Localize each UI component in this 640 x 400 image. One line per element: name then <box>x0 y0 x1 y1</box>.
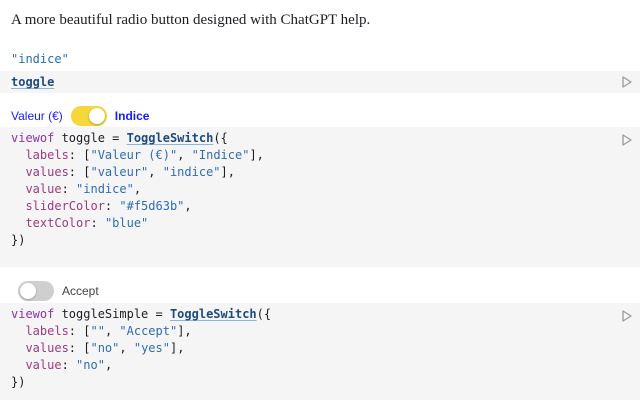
code-token: viewof <box>11 131 55 145</box>
code-token: "Valeur (€)" <box>90 148 178 162</box>
code-token: ], <box>177 324 192 338</box>
code-token: : <box>104 199 120 213</box>
code-token: : [ <box>68 324 91 338</box>
code-token: , <box>177 148 192 162</box>
code-token: }) <box>11 233 26 247</box>
code-token: ], <box>249 148 264 162</box>
code-token: ], <box>169 341 185 355</box>
code-token: , <box>133 182 142 196</box>
play-icon[interactable] <box>622 134 632 146</box>
code-token: "valeur" <box>90 165 149 179</box>
code-token: , <box>119 341 134 355</box>
code-token: : [ <box>68 165 91 179</box>
code-token: toggleSimple = <box>54 307 170 321</box>
code-token: "Indice" <box>191 148 250 162</box>
code-function-link[interactable]: ToggleSwitch <box>169 307 257 321</box>
play-icon[interactable] <box>622 310 632 322</box>
code-token: "#f5d63b" <box>119 199 185 213</box>
code-token: : <box>61 182 77 196</box>
code-token: toggle = <box>54 131 127 145</box>
code-token: ({ <box>213 131 228 145</box>
code-token: "yes" <box>133 341 170 355</box>
code-cell-toggle-simple[interactable]: viewof toggleSimple = ToggleSwitch({ lab… <box>0 303 640 400</box>
switch-label-accept[interactable]: Accept <box>62 284 99 298</box>
code-token: labels <box>11 324 69 338</box>
code-token: , <box>104 358 113 372</box>
code-token: ], <box>220 165 235 179</box>
toggle-switch-valeur-indice: Valeur (€) Indice <box>11 106 149 126</box>
code-token: : <box>90 216 105 230</box>
toggle-switch-accept: Accept <box>18 281 99 301</box>
toggle-switch-knob[interactable] <box>20 283 36 299</box>
code-function-link[interactable]: ToggleSwitch <box>126 131 214 145</box>
code-token: value <box>11 358 62 372</box>
code-editor-toggle[interactable]: viewof toggle = ToggleSwitch({ labels: [… <box>11 130 264 249</box>
code-token: : <box>61 358 77 372</box>
code-token: "" <box>90 324 105 338</box>
code-token: , <box>184 199 192 213</box>
toggle-variable-reference[interactable]: toggle <box>11 75 55 89</box>
code-token: labels <box>11 148 69 162</box>
code-editor-toggle-simple[interactable]: viewof toggleSimple = ToggleSwitch({ lab… <box>11 306 271 391</box>
switch-label-valeur[interactable]: Valeur (€) <box>11 109 63 123</box>
toggle-switch-knob[interactable] <box>88 108 105 124</box>
play-icon[interactable] <box>622 76 632 88</box>
toggle-switch-slider[interactable] <box>18 281 54 301</box>
code-token: : [ <box>68 148 91 162</box>
code-token: ({ <box>256 307 272 321</box>
switch-label-indice[interactable]: Indice <box>114 109 150 123</box>
code-token: "Accept" <box>119 324 178 338</box>
code-token: "indice" <box>76 182 134 196</box>
code-token: sliderColor <box>11 199 105 213</box>
code-token: "blue" <box>104 216 149 230</box>
code-token: "no" <box>76 358 105 372</box>
code-cell-toggle[interactable]: viewof toggle = ToggleSwitch({ labels: [… <box>0 127 640 267</box>
code-token: viewof <box>11 307 55 321</box>
code-token: , <box>104 324 120 338</box>
code-token: textColor <box>11 216 91 230</box>
code-token: "indice" <box>162 165 221 179</box>
toggle-value-output: "indice" <box>11 52 69 66</box>
cell-toggle-reference[interactable]: toggle <box>0 71 640 93</box>
code-token: "no" <box>90 341 120 355</box>
code-token: values <box>11 165 69 179</box>
intro-text: A more beautiful radio button designed w… <box>11 12 371 28</box>
code-token: }) <box>11 375 26 389</box>
code-token: values <box>11 341 69 355</box>
toggle-switch-slider[interactable] <box>70 106 107 126</box>
code-token: value <box>11 182 62 196</box>
code-token: : [ <box>68 341 91 355</box>
code-token: , <box>148 165 163 179</box>
